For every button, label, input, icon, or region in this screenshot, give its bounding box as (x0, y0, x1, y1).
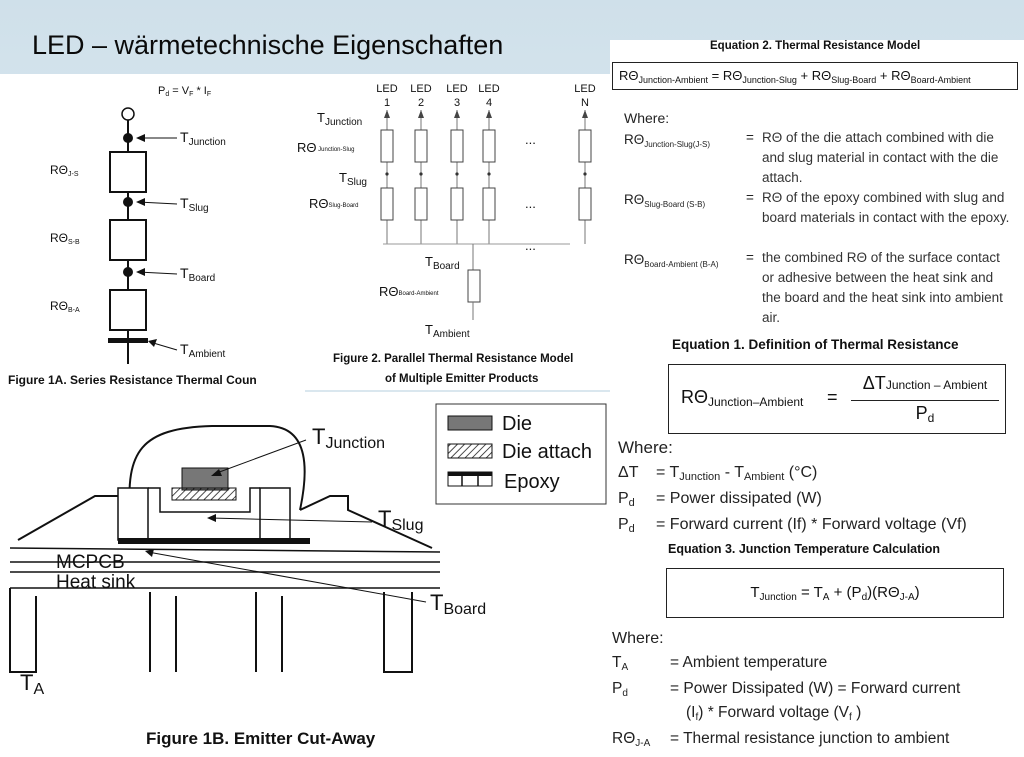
led-r-js-5 (578, 129, 592, 163)
figure-2-panel: LED 1 LED 2 LED 3 LED 4 LED N ... ... ... TJuncti… (297, 74, 610, 390)
led-number-4: 4 (486, 97, 492, 109)
led-arrow-1 (384, 110, 390, 118)
svg-text:...: ... (525, 238, 536, 253)
t-junction-cutaway-label: TJunction (312, 424, 385, 452)
eq2-def3-eq: = (746, 250, 754, 265)
led-number-5: N (581, 97, 589, 109)
led-columns: LED 1 LED 2 LED 3 LED 4 LED N (376, 83, 596, 244)
led-r-sb-2 (414, 187, 428, 221)
led-r-sb-5 (578, 187, 592, 221)
eq3-def1: TA= Ambient temperature (612, 654, 828, 673)
equations-panel: Equation 2. Thermal Resistance Model RΘJ… (610, 40, 1024, 757)
figure-1a-caption: Figure 1A. Series Resistance Thermal Cou… (8, 373, 257, 387)
eq2-def1-symbol: RΘJunction-Slug(J-S) (624, 132, 711, 149)
led-label-4: LED (478, 83, 499, 95)
figure-1b-panel: TJunction TSlug TBoard TA MCPCB Heat sin… (0, 392, 610, 757)
parallel-resistance-diagram: LED 1 LED 2 LED 3 LED 4 LED N ... ... ... TJuncti… (297, 83, 596, 340)
t-board-label: TBoard (180, 265, 215, 284)
emitter-cutaway-diagram: TJunction TSlug TBoard TA MCPCB Heat sin… (9, 403, 607, 698)
eq2-def2-eq: = (746, 190, 754, 205)
eq2-formula-box: RΘJunction-Ambient = RΘJunction-Slug + R… (612, 62, 1018, 90)
led-r-js-3 (450, 129, 464, 163)
fig2-r-sb-label: RΘSlug-Board (309, 196, 359, 211)
t-junction-label: TJunction (180, 129, 226, 148)
led-arrow-2 (418, 110, 424, 118)
fig2-t-slug-label: TSlug (339, 170, 367, 188)
eq1-def2: Pd= Power dissipated (W) (618, 490, 822, 509)
fig2-t-junction-label: TJunction (317, 110, 362, 128)
pd-label: P (158, 85, 165, 97)
legend: Die Die attach Epoxy (435, 403, 607, 505)
eq1-def3: Pd= Forward current (If) * Forward volta… (618, 516, 967, 535)
legend-epoxy: Epoxy (504, 471, 560, 493)
led-label-1: LED (376, 83, 397, 95)
legend-die-attach: Die attach (502, 441, 592, 463)
led-label-5: LED (574, 83, 595, 95)
eq2-def3-symbol: RΘBoard-Ambient (B-A) (624, 252, 719, 269)
led-node-2 (419, 172, 423, 176)
t-slug-cutaway-label: TSlug (378, 506, 423, 534)
led-node-5 (583, 172, 587, 176)
eq1-where: Where: (618, 438, 673, 457)
eq3-def2: Pd= Power Dissipated (W) = Forward curre… (612, 680, 961, 699)
eq2-def1-eq: = (746, 130, 754, 145)
slide-title: LED – wärmetechnische Eigenschaften (32, 30, 504, 60)
eq2-title: Equation 2. Thermal Resistance Model (710, 40, 921, 52)
legend-die: Die (502, 413, 532, 435)
eq2-def3-text: the combined RΘ of the surface contact o… (762, 250, 1003, 325)
series-resistance-diagram: Pd = VF * IF TJunction TSlug TBoard TAmb… (50, 85, 226, 364)
r-js-label: RΘJ-S (50, 163, 79, 178)
led-node-4 (487, 172, 491, 176)
eq1-title: Equation 1. Definition of Thermal Resist… (672, 337, 959, 352)
led-label-3: LED (446, 83, 467, 95)
eq2-def1-text: RΘ of the die attach combined with die a… (762, 130, 999, 185)
svg-text:Pd = VF * IF: Pd = VF * IF (158, 85, 211, 98)
eq3-def3: RΘJ-A= Thermal resistance junction to am… (612, 730, 950, 749)
led-r-js-4 (482, 129, 496, 163)
led-arrow-4 (486, 110, 492, 118)
fig2-t-ambient-label: TAmbient (425, 322, 470, 340)
eq3-title: Equation 3. Junction Temperature Calcula… (668, 542, 941, 556)
svg-text:...: ... (525, 132, 536, 147)
eq3-formula-box: TJunction = TA + (Pd)(RΘJ-A) (666, 568, 1004, 618)
mcpcb-label: MCPCB (56, 552, 125, 573)
t-ambient-label: TAmbient (180, 341, 225, 360)
led-r-js-1 (380, 129, 394, 163)
eq1-def1: ΔT= TJunction - TAmbient (°C) (618, 464, 818, 483)
led-r-sb-3 (450, 187, 464, 221)
figure-2-caption-line2: of Multiple Emitter Products (385, 373, 539, 385)
r-ba-label: RΘB-A (50, 299, 80, 314)
fig2-r-ba-label: RΘBoard-Ambient (379, 284, 439, 299)
led-label-2: LED (410, 83, 431, 95)
eq2-where: Where: (624, 110, 670, 126)
svg-text:...: ... (525, 196, 536, 211)
fig2-t-board-label: TBoard (425, 254, 460, 272)
heat-sink-label: Heat sink (56, 572, 136, 593)
t-board-cutaway-label: TBoard (430, 590, 486, 618)
eq3-where: Where: (612, 630, 664, 647)
fig2-r-js-label: RΘ Junction-Slug (297, 140, 355, 155)
eq2-def2-symbol: RΘSlug-Board (S-B) (624, 192, 706, 209)
led-node-3 (455, 172, 459, 176)
led-r-sb-1 (380, 187, 394, 221)
led-r-sb-4 (482, 187, 496, 221)
figure-1a-panel: Pd = VF * IF TJunction TSlug TBoard TAmb… (0, 74, 305, 392)
led-arrow-3 (454, 110, 460, 118)
r-sb-label: RΘS-B (50, 231, 80, 246)
led-number-1: 1 (384, 97, 390, 109)
led-node-1 (385, 172, 389, 176)
led-arrow-5 (582, 110, 588, 118)
eq1-formula-box: RΘJunction–Ambient = ΔTJunction – Ambien… (668, 364, 1006, 434)
eq3-def2-cont: (If) * Forward voltage (Vf ) (686, 704, 862, 723)
eq2-def2-text: RΘ of the epoxy combined with slug and b… (762, 190, 1010, 225)
led-number-2: 2 (418, 97, 424, 109)
t-a-label: TA (20, 670, 44, 698)
led-r-js-2 (414, 129, 428, 163)
t-slug-label: TSlug (180, 195, 209, 214)
figure-2-caption-line1: Figure 2. Parallel Thermal Resistance Mo… (333, 353, 574, 365)
figure-1b-caption: Figure 1B. Emitter Cut-Away (146, 729, 376, 748)
led-number-3: 3 (454, 97, 460, 109)
